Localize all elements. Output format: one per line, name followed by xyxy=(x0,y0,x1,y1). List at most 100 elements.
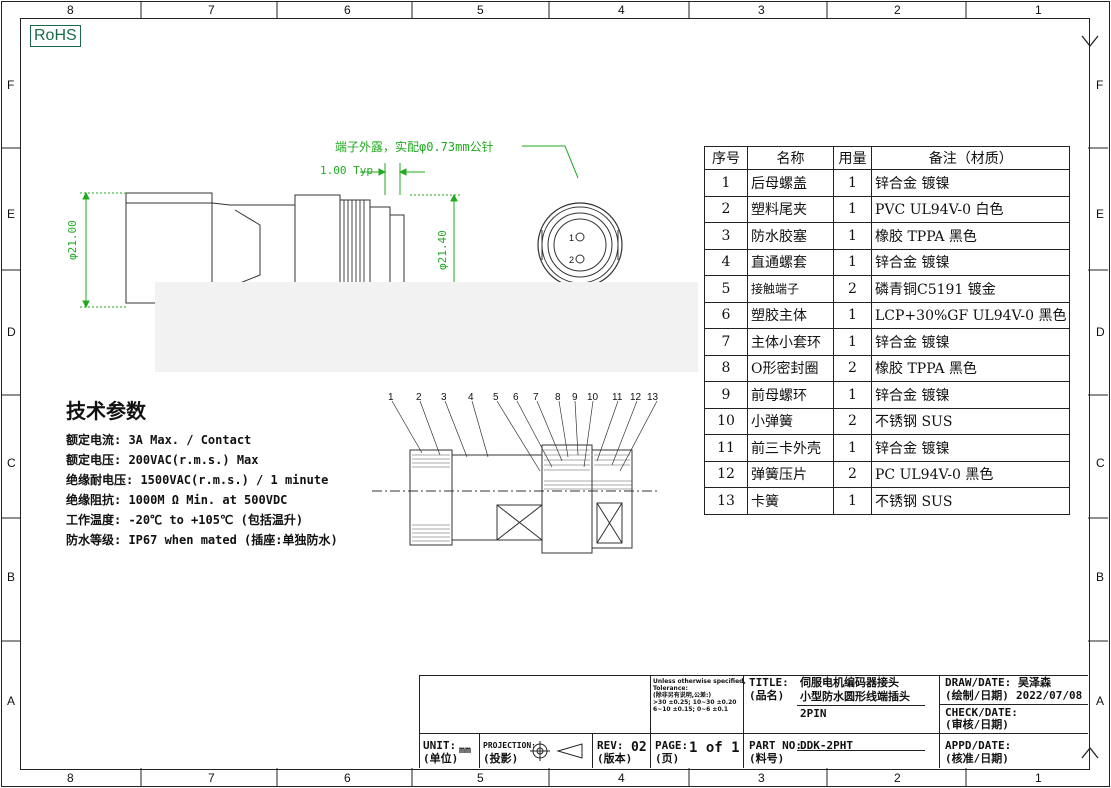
page-value: 1 of 1 xyxy=(689,740,740,756)
spec-line: 额定电流: 3A Max. / Contact xyxy=(66,433,252,447)
spec-line: 防水等级: IP67 when mated (插座:单独防水) xyxy=(66,533,338,547)
zone-row-left: A xyxy=(7,694,16,708)
zone-col-bottom: 6 xyxy=(344,771,351,785)
bom-cell: 13 xyxy=(704,487,748,515)
callout-13: 13 xyxy=(647,392,659,403)
bom-cell: PVC UL94V-0 白色 xyxy=(870,195,1071,223)
zone-row-right: E xyxy=(1096,207,1105,221)
title-line-3: 2PIN xyxy=(800,707,827,720)
rohs-mark: RoHS xyxy=(30,25,81,47)
pin-label-2: 2 xyxy=(569,255,575,265)
tolerance-line: 6~10 ±0.15; 0~6 ±0.1 xyxy=(653,706,729,713)
spec-line: 绝缘耐电压: 1500VAC(r.m.s.) / 1 minute xyxy=(66,473,329,487)
pin-label-1: 1 xyxy=(569,233,575,243)
zone-row-left: E xyxy=(7,207,16,221)
zone-row-right: A xyxy=(1096,694,1105,708)
bom-cell: 1 xyxy=(833,248,872,276)
tolerance-note: Unless otherwise specified, Tolerance: (… xyxy=(653,678,746,713)
tolerance-line: Unless otherwise specified, xyxy=(653,678,746,685)
projection-symbol-icon xyxy=(530,741,583,761)
callout-10: 10 xyxy=(587,392,599,403)
bom-cell: 锌合金 镀镍 xyxy=(870,248,1071,276)
bom-cell: 锌合金 镀镍 xyxy=(870,434,1071,462)
dim-dia-21-40: φ21.40 xyxy=(436,230,449,270)
page-label-cn: (页) xyxy=(655,752,680,765)
appd-label-cn: (核准/日期) xyxy=(945,752,1009,765)
dim-typ: 1.00 Typ xyxy=(320,164,373,177)
draw-date: 2022/07/08 xyxy=(1016,689,1083,702)
bom-cell: 塑胶主体 xyxy=(747,301,834,329)
unit-label: UNIT: xyxy=(423,739,457,752)
bom-cell: 小弹簧 xyxy=(747,407,834,435)
zone-col-top: 6 xyxy=(344,3,351,17)
callout-6: 6 xyxy=(513,392,519,403)
zone-col-top: 8 xyxy=(67,3,74,17)
zone-col-top: 1 xyxy=(1035,3,1042,17)
bom-cell: 6 xyxy=(704,301,748,329)
bom-cell: 不锈钢 SUS xyxy=(870,487,1071,515)
bom-cell: 10 xyxy=(704,407,748,435)
bom-cell: 2 xyxy=(704,195,748,223)
zone-col-bottom: 5 xyxy=(477,771,484,785)
tolerance-line: Tolerance: xyxy=(653,685,688,692)
zone-col-bottom: 7 xyxy=(208,771,215,785)
bom-cell: 2 xyxy=(833,354,872,382)
bom-header: 名称 xyxy=(747,146,834,170)
tolerance-line: (除非另有说明,公差:) xyxy=(653,692,712,699)
bom-cell: 锌合金 镀镍 xyxy=(870,381,1071,409)
part-label-cn: (料号) xyxy=(749,752,785,765)
zone-col-top: 7 xyxy=(208,3,215,17)
section-view-drawing xyxy=(372,400,658,554)
bom-cell: 8 xyxy=(704,354,748,382)
callout-2: 2 xyxy=(416,392,422,403)
zone-row-left: B xyxy=(7,570,16,584)
bom-cell: 11 xyxy=(704,434,748,462)
bom-cell: 接触端子 xyxy=(747,275,834,303)
fade-overlay xyxy=(155,282,698,372)
zone-col-top: 2 xyxy=(894,3,901,17)
spec-line: 额定电压: 200VAC(r.m.s.) Max xyxy=(66,453,259,467)
bom-cell: 前三卡外壳 xyxy=(747,434,834,462)
callout-8: 8 xyxy=(555,392,561,403)
bom-cell: 橡胶 TPPA 黑色 xyxy=(870,354,1071,382)
bom-cell: 磷青铜C5191 镀金 xyxy=(870,275,1071,303)
bom-cell: 12 xyxy=(704,460,748,488)
inner-border xyxy=(20,18,1090,770)
zone-col-top: 4 xyxy=(618,3,625,17)
bom-cell: PC UL94V-0 黑色 xyxy=(870,460,1071,488)
zone-row-left: C xyxy=(7,456,16,470)
bom-cell: 3 xyxy=(704,222,748,250)
bom-cell: 7 xyxy=(704,328,748,356)
tech-specs: 技术参数 额定电流: 3A Max. / Contact 额定电压: 200VA… xyxy=(66,395,338,550)
callout-12: 12 xyxy=(630,392,642,403)
bom-cell: 前母螺环 xyxy=(747,381,834,409)
specs-title: 技术参数 xyxy=(66,399,146,423)
spec-line: 工作温度: -20℃ to +105℃ (包括温升) xyxy=(66,513,304,527)
title-label: TITLE: xyxy=(749,676,789,689)
callout-4: 4 xyxy=(468,392,474,403)
bom-cell: 塑料尾夹 xyxy=(747,195,834,223)
draw-name: 吴泽森 xyxy=(1018,676,1051,689)
bom-cell: 9 xyxy=(704,381,748,409)
callout-7: 7 xyxy=(533,392,539,403)
bom-cell: 不锈钢 SUS xyxy=(870,407,1071,435)
check-label-cn: (审核/日期) xyxy=(945,718,1009,731)
callout-9: 9 xyxy=(572,392,578,403)
unit-label-cn: (单位) xyxy=(423,752,459,765)
spec-line: 绝缘阻抗: 1000M Ω Min. at 500VDC xyxy=(66,493,288,507)
bom-cell: 主体小套环 xyxy=(747,328,834,356)
bom-cell: 1 xyxy=(704,169,748,197)
zone-col-bottom: 4 xyxy=(618,771,625,785)
page-label: PAGE: xyxy=(655,739,689,752)
bom-header: 用量 xyxy=(833,146,872,170)
rev-label: REV: xyxy=(597,739,624,752)
